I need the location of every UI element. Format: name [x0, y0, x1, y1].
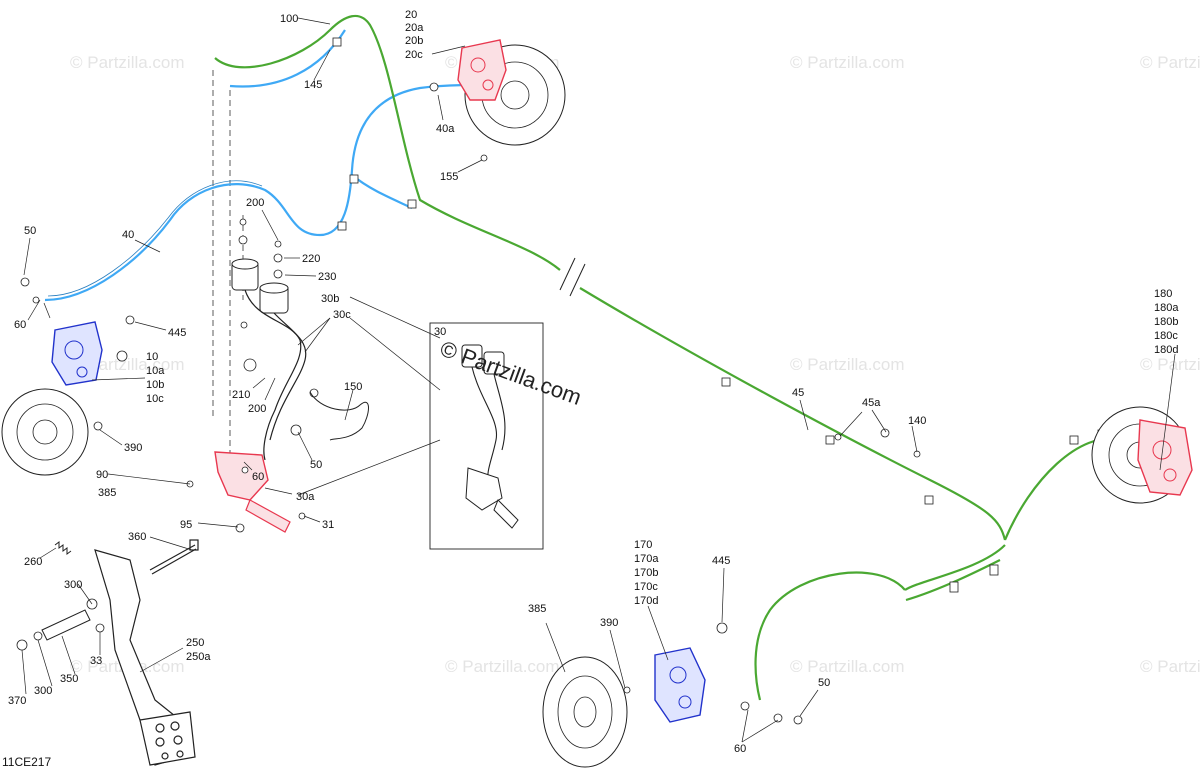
label-140: 140: [908, 415, 926, 427]
watermark: © Partzilla.com: [445, 657, 560, 676]
label-180a: 180a: [1154, 302, 1179, 314]
label-155: 155: [440, 171, 458, 183]
reservoirs: [231, 258, 289, 314]
return-spring: [54, 541, 72, 555]
label-385b: 385: [528, 603, 546, 615]
label-260: 260: [24, 556, 42, 568]
label-100: 100: [280, 13, 298, 25]
label-33: 33: [90, 655, 102, 667]
label-180b: 180b: [1154, 316, 1178, 328]
label-10a: 10a: [146, 365, 165, 377]
bottom-brake-disc: [542, 656, 628, 768]
label-170b: 170b: [634, 567, 658, 579]
reservoir-hoses: [244, 289, 307, 461]
sensor-cable: [309, 391, 369, 441]
label-210: 210: [232, 389, 250, 401]
watermark: © Partzilla.com: [70, 53, 185, 72]
label-150: 150: [344, 381, 362, 393]
label-220: 220: [302, 253, 320, 265]
label-360: 360: [128, 531, 146, 543]
label-445: 445: [168, 327, 186, 339]
watermark: © Partzilla.com: [790, 53, 905, 72]
watermark: © Partzilla.com: [790, 355, 905, 374]
label-145: 145: [304, 79, 322, 91]
drawing-code: 11CE217: [2, 755, 51, 769]
label-20a: 20a: [405, 22, 424, 34]
label-40a: 40a: [436, 123, 455, 135]
label-30b: 30b: [321, 293, 339, 305]
brake-pedal: [94, 549, 196, 766]
brake-line-green: [214, 14, 1121, 701]
label-445b: 445: [712, 555, 730, 567]
label-250a: 250a: [186, 651, 211, 663]
label-30a: 30a: [296, 491, 315, 503]
watermark: © Partzilla.com: [1140, 657, 1200, 676]
label-20b: 20b: [405, 35, 423, 47]
label-180: 180: [1154, 288, 1172, 300]
label-50: 50: [24, 225, 36, 237]
pedal-bolt: [149, 539, 199, 575]
master-cylinder-red: [214, 451, 291, 533]
label-50c: 50: [818, 677, 830, 689]
label-10c: 10c: [146, 393, 164, 405]
label-390b: 390: [600, 617, 618, 629]
label-200: 200: [246, 197, 264, 209]
watermark: © Partzilla.com: [1140, 53, 1200, 72]
watermark-layer: © Partzilla.com © Partzilla.com © Partzi…: [70, 53, 1200, 676]
watermark: © Partzilla.com: [790, 657, 905, 676]
inset-box: 30 © Partzilla.com: [429, 322, 585, 550]
label-31: 31: [322, 519, 334, 531]
label-350: 350: [60, 673, 78, 685]
label-45: 45: [792, 387, 804, 399]
label-180d: 180d: [1154, 344, 1178, 356]
label-300: 300: [64, 579, 82, 591]
label-20c: 20c: [405, 49, 423, 61]
bottom-caliper-navy: [654, 647, 706, 723]
pivot-tube: [41, 609, 91, 641]
label-170c: 170c: [634, 581, 658, 593]
label-20: 20: [405, 9, 417, 21]
label-300b: 300: [34, 685, 52, 697]
label-60: 60: [14, 319, 26, 331]
label-10: 10: [146, 351, 158, 363]
label-30c: 30c: [333, 309, 351, 321]
leader-lines: [21, 17, 1176, 743]
label-60c: 60: [734, 743, 746, 755]
inset-label: 30: [434, 326, 446, 338]
label-230: 230: [318, 271, 336, 283]
left-brake-disc: [1, 388, 89, 476]
label-10b: 10b: [146, 379, 164, 391]
front-caliper-red: [457, 39, 507, 101]
label-250: 250: [186, 637, 204, 649]
label-370: 370: [8, 695, 26, 707]
label-170a: 170a: [634, 553, 659, 565]
label-95: 95: [180, 519, 192, 531]
label-170: 170: [634, 539, 652, 551]
label-50b: 50: [310, 459, 322, 471]
label-170d: 170d: [634, 595, 658, 607]
label-200b: 200: [248, 403, 266, 415]
part-labels: 100 145 20 20a 20b 20c 40a 155 50 40 60 …: [8, 9, 1179, 755]
label-390: 390: [124, 442, 142, 454]
label-90: 90: [96, 469, 108, 481]
label-180c: 180c: [1154, 330, 1178, 342]
left-caliper-navy: [51, 321, 103, 386]
label-385: 385: [98, 487, 116, 499]
line-break-mark: [559, 257, 586, 297]
right-caliper-red: [1137, 419, 1193, 496]
label-45a: 45a: [862, 397, 881, 409]
watermark: © Partzilla.com: [1140, 355, 1200, 374]
label-60b: 60: [252, 471, 264, 483]
label-40: 40: [122, 229, 134, 241]
small-fasteners: [16, 82, 921, 725]
